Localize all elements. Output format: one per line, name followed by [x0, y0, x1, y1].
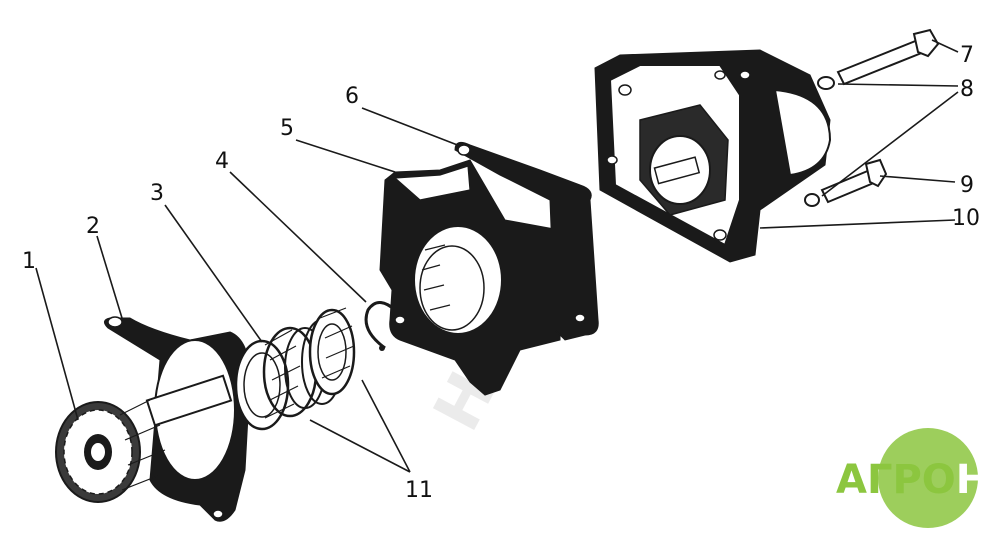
leader-8: [821, 83, 959, 197]
leader-7: [931, 39, 959, 53]
callout-4: 4: [215, 149, 229, 174]
leader-10: [759, 219, 956, 229]
callout-10: 10: [952, 206, 980, 231]
callout-8: 8: [960, 77, 974, 102]
callout-1: 1: [22, 249, 36, 274]
leader-lines: [35, 39, 959, 473]
part-7-long-bolt: [836, 28, 940, 86]
logo-circle: [878, 428, 978, 528]
leader-4: [229, 171, 367, 303]
part-4-snap-ring: [364, 301, 396, 351]
leader-2: [96, 235, 123, 319]
part-6-gasket: [454, 141, 599, 341]
part-11-second-bearing: [308, 307, 356, 396]
leader-3: [164, 204, 263, 343]
callout-2: 2: [86, 214, 100, 239]
callout-7: 7: [960, 43, 974, 68]
callout-11: 11: [405, 478, 433, 503]
callout-6: 6: [345, 84, 359, 109]
leader-6: [361, 107, 461, 147]
callout-5: 5: [280, 116, 294, 141]
part-9-short-bolt: [820, 158, 888, 204]
part-8-washers: [804, 76, 835, 207]
leader-1: [35, 267, 79, 421]
callout-3: 3: [150, 181, 164, 206]
leader-5: [295, 139, 396, 173]
part-5-housing: [379, 159, 561, 396]
leader-11: [309, 379, 411, 473]
callout-labels: 1 2 3 4 5 6 7 8 9 10 11: [22, 43, 980, 503]
logo-text: АГРОНКЛ: [836, 457, 1000, 503]
part-10-pump-body: [594, 49, 832, 263]
callout-9: 9: [960, 173, 974, 198]
agronkl-logo: АГРОНКЛ: [836, 428, 1000, 528]
leader-9: [879, 175, 956, 183]
part-1-gear-shaft: [55, 374, 233, 503]
